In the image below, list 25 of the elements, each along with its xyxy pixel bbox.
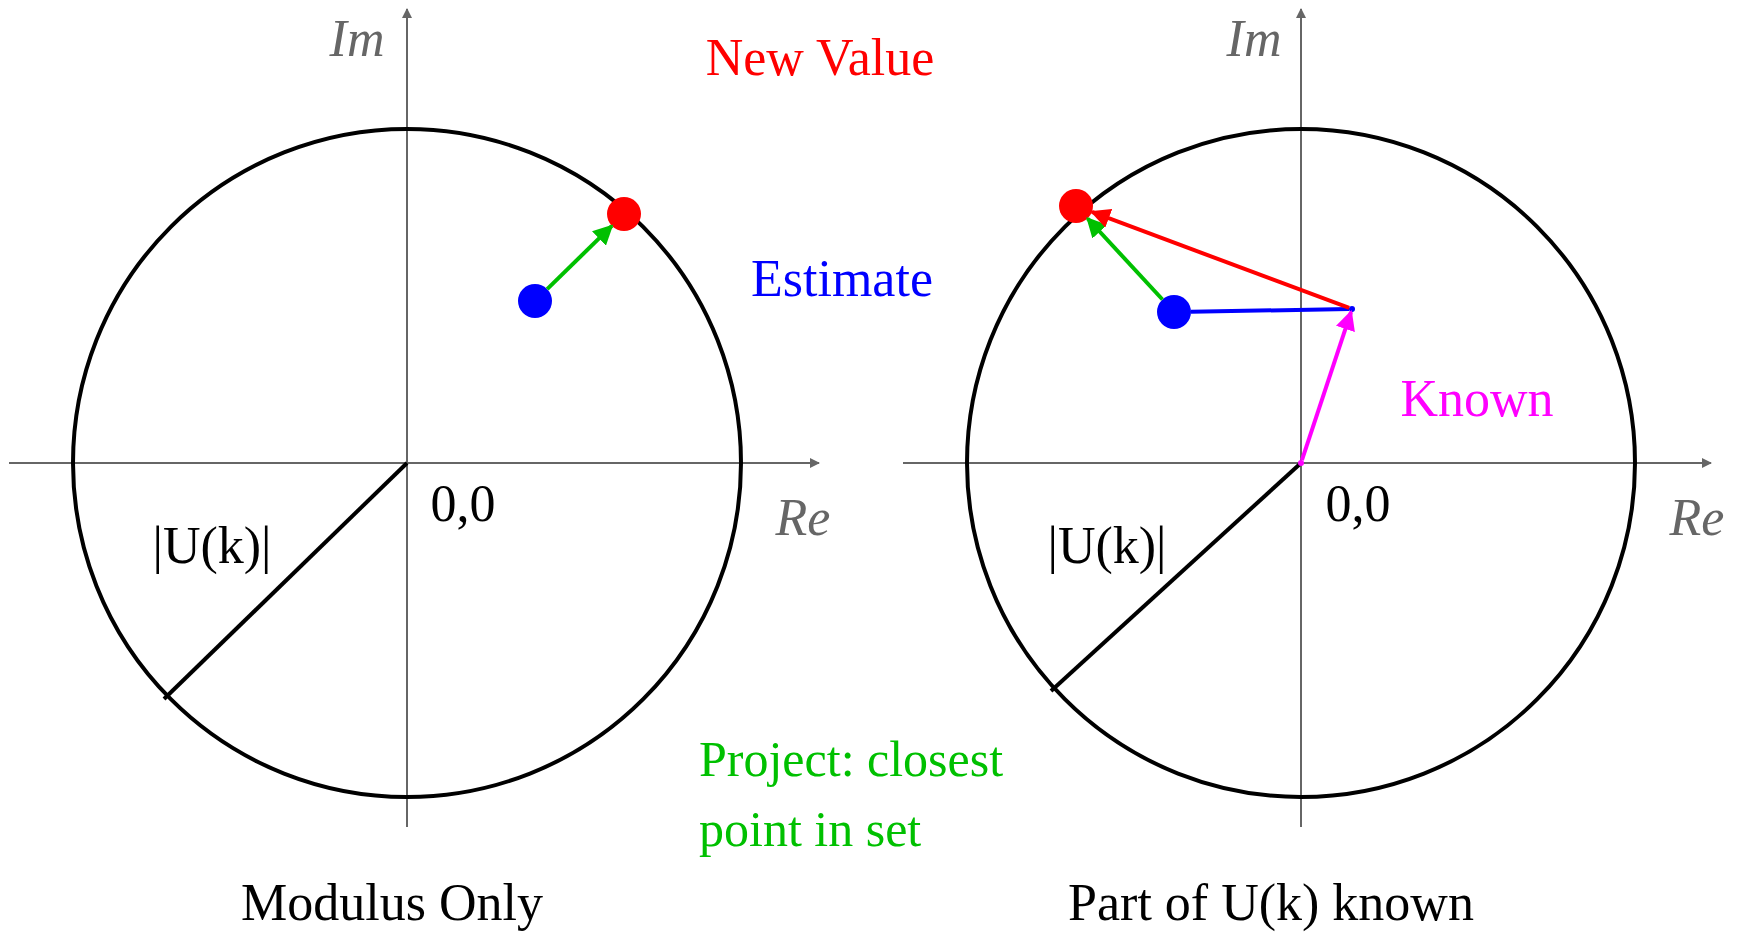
origin-label: 0,0 [430,474,496,534]
arrow [1300,309,1355,461]
axis-label: Re [775,488,831,548]
junction-point [1349,306,1355,312]
line [1190,307,1350,314]
dot [518,284,552,318]
dot [1059,189,1093,223]
arrow [545,224,614,291]
panel-caption: Part of U(k) known [1068,873,1474,933]
annotation: Known [1400,369,1554,429]
arrow [1086,217,1164,301]
junction-point [1298,460,1304,466]
radius-label: |U(k)| [1047,516,1167,576]
arrow [1090,208,1350,310]
panel-caption: Modulus Only [241,873,543,933]
origin-label: 0,0 [1325,474,1391,534]
axis-label: Re [1669,488,1725,548]
annotation: Estimate [751,249,933,309]
radius-label: |U(k)| [152,516,272,576]
dot [1157,295,1191,329]
axis-label: Im [329,9,385,69]
dot [607,197,641,231]
axis-label: Im [1226,9,1282,69]
annotation: Project: closest point in set [699,730,1005,859]
annotation: New Value [705,28,935,88]
